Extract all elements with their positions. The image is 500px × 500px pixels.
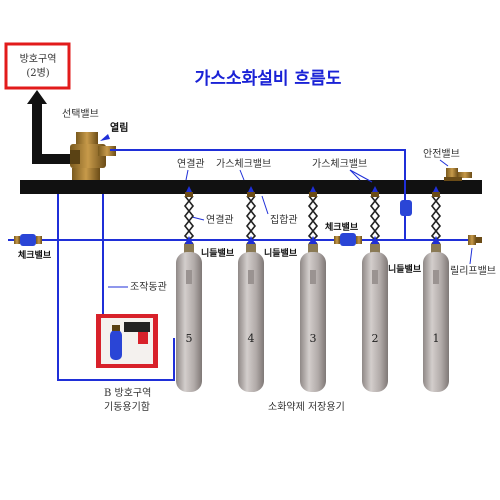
- flow-arrow-icon: [186, 186, 192, 192]
- cylinder-2: 2: [362, 186, 388, 392]
- zone-b-return-line: [57, 194, 175, 381]
- relief-valve: [468, 235, 482, 245]
- needle-valve-arrow-icon: [247, 236, 255, 244]
- flow-arrow-icon: [310, 186, 316, 192]
- actuator-cabinet-label: 기동용기함: [104, 401, 150, 413]
- operating-tube-label: 조작동관: [130, 281, 167, 293]
- cylinder-valve: [184, 244, 194, 254]
- flow-arrow-icon: [433, 186, 439, 192]
- check-valve-left: [14, 234, 42, 246]
- cylinder-body: [423, 252, 449, 392]
- needle-valve-label-1: 니들밸브: [201, 247, 235, 259]
- selector-valve: [70, 132, 116, 180]
- check-valve-left-label: 체크밸브: [18, 249, 52, 261]
- open-arrow-icon: [100, 134, 110, 141]
- connecting-hose: [245, 195, 257, 245]
- actuator-cabinet: [96, 314, 158, 368]
- gas-check-valve: [371, 192, 379, 197]
- manifold-check-valve: [400, 200, 412, 216]
- cylinder-number: 3: [310, 332, 317, 345]
- needle-valve-arrow-icon: [371, 236, 379, 244]
- open-label: 열림: [110, 121, 128, 134]
- diagram-title: 가스소화설비 흐름도: [195, 69, 342, 89]
- cylinder-body: [362, 252, 388, 392]
- zone-b-label: B 방호구역: [104, 387, 151, 399]
- cylinder-mark: [433, 270, 439, 284]
- needle-valve-label-2: 니들밸브: [264, 247, 298, 259]
- gas-check-valve: [247, 192, 255, 197]
- gas-check-valve: [185, 192, 193, 197]
- needle-valve-arrow-icon: [309, 236, 317, 244]
- cylinder-valve: [308, 244, 318, 254]
- cylinder-3: 3: [300, 186, 326, 392]
- agent-container-label: 소화약제 저장용기: [268, 401, 345, 413]
- manifold-label: 집합관: [270, 214, 298, 226]
- flow-arrow-icon: [372, 186, 378, 192]
- check-valve-mid-label: 체크밸브: [325, 221, 359, 233]
- discharge-arrow: [27, 90, 72, 164]
- cylinder-valve: [370, 244, 380, 254]
- needle-valve-arrow-icon: [432, 236, 440, 244]
- cylinder-mark: [310, 270, 316, 284]
- cylinder-valve: [431, 244, 441, 254]
- safety-valve: [444, 168, 472, 181]
- cylinder-mark: [372, 270, 378, 284]
- cylinder-5: 5: [176, 186, 202, 392]
- needle-valve-arrow-icon: [185, 236, 193, 244]
- cylinder-number: 5: [186, 332, 193, 345]
- connecting-hose: [430, 195, 442, 245]
- needle-valve-label-3: 니들밸브: [388, 263, 422, 275]
- check-valve-mid: [334, 233, 362, 246]
- cylinder-body: [176, 252, 202, 392]
- connecting-pipe-mid-label: 연결관: [206, 214, 234, 226]
- protection-zone-box: 방호구역 (2병): [4, 42, 71, 90]
- cylinder-mark: [186, 270, 192, 284]
- selector-valve-label: 선택밸브: [62, 108, 99, 120]
- connecting-hose: [369, 195, 381, 245]
- cylinder-bank: 5 4 3 2 1: [176, 186, 449, 392]
- protection-zone-count: (2병): [26, 67, 49, 79]
- gas-check-valve-label-2: 가스체크밸브: [312, 158, 367, 170]
- cylinder-number: 2: [372, 332, 379, 345]
- cylinder-4: 4: [238, 186, 264, 392]
- connecting-pipe-top-label: 연결관: [177, 158, 205, 170]
- connecting-hose: [307, 195, 319, 245]
- cylinder-body: [238, 252, 264, 392]
- gas-check-valve-label-1: 가스체크밸브: [216, 158, 271, 170]
- safety-valve-label: 안전밸브: [423, 148, 460, 160]
- protection-zone-label: 방호구역: [20, 53, 57, 65]
- flow-arrow-icon: [248, 186, 254, 192]
- cylinder-number: 1: [433, 332, 440, 345]
- cylinder-number: 4: [248, 332, 255, 345]
- cylinder-valve: [246, 244, 256, 254]
- relief-valve-label: 릴리프밸브: [450, 264, 496, 277]
- cylinder-body: [300, 252, 326, 392]
- cylinder-1: 1: [423, 186, 449, 392]
- gas-check-valve: [432, 192, 440, 197]
- gas-check-valve: [309, 192, 317, 197]
- connecting-hose: [183, 195, 195, 245]
- cylinder-mark: [248, 270, 254, 284]
